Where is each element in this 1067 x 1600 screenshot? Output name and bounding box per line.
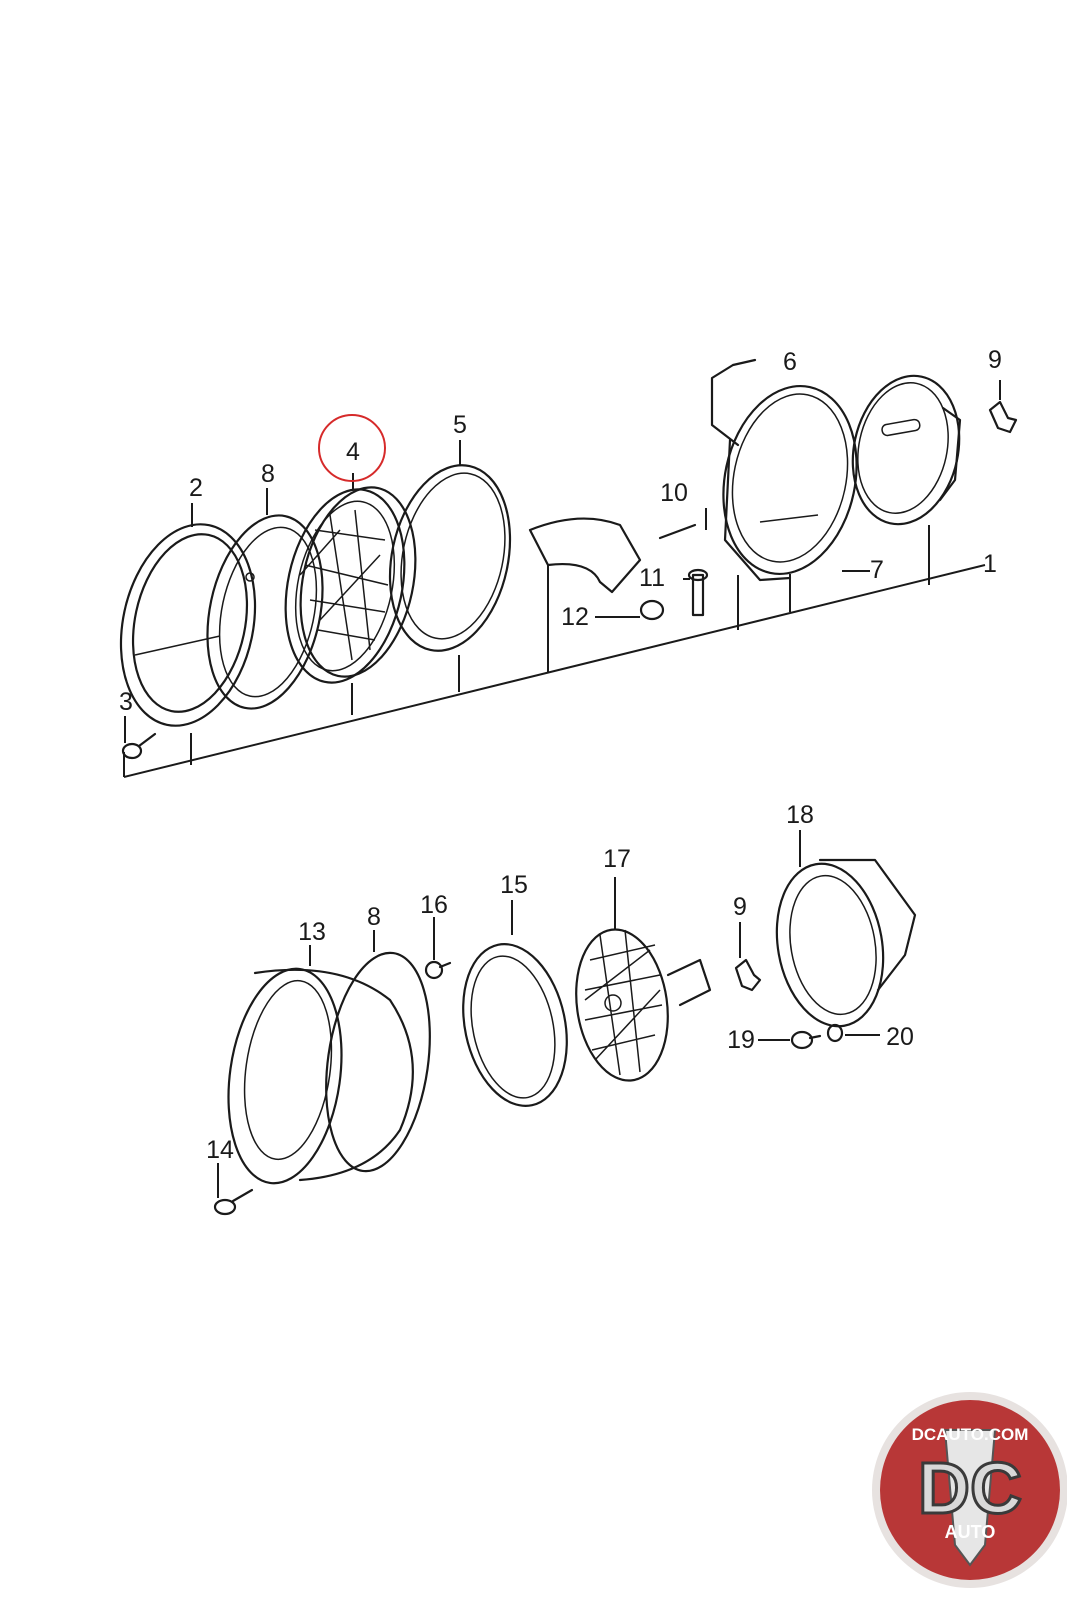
callout-19: 19 bbox=[727, 1026, 755, 1054]
part-13-cover bbox=[227, 945, 414, 1185]
dcauto-logo: DCAUTO.COM DC AUTO bbox=[872, 1392, 1067, 1588]
callout-3: 3 bbox=[119, 688, 133, 716]
part-8-seal-lower bbox=[325, 930, 431, 1173]
callout-17: 17 bbox=[603, 845, 631, 873]
callout-9-lower: 9 bbox=[733, 893, 747, 921]
callout-10: 10 bbox=[660, 479, 688, 507]
part-5-retaining-ring bbox=[388, 440, 512, 692]
callout-20: 20 bbox=[886, 1023, 914, 1051]
highlight-circle-callout-4 bbox=[318, 414, 386, 482]
callout-4: 4 bbox=[346, 438, 360, 466]
part-4-sealed-beam bbox=[284, 473, 417, 715]
callout-7: 7 bbox=[870, 556, 884, 584]
callout-13: 13 bbox=[298, 918, 326, 946]
part-6-housing bbox=[710, 358, 870, 630]
logo-site-text: DCAUTO.COM bbox=[912, 1425, 1029, 1444]
part-9-clip-lower bbox=[734, 922, 762, 992]
callout-15: 15 bbox=[500, 871, 528, 899]
callout-9-upper: 9 bbox=[988, 346, 1002, 374]
callout-16: 16 bbox=[420, 891, 448, 919]
part-15-ring bbox=[462, 900, 568, 1107]
callout-11: 11 bbox=[639, 564, 665, 592]
callout-2: 2 bbox=[189, 474, 203, 502]
callout-6: 6 bbox=[783, 348, 797, 376]
callout-8-upper: 8 bbox=[261, 460, 275, 488]
part-17-sealed-beam bbox=[575, 877, 712, 1082]
callout-18: 18 bbox=[786, 801, 814, 829]
logo-word-text: AUTO bbox=[945, 1522, 996, 1542]
part-9-clip bbox=[988, 380, 1018, 434]
part-8-seal bbox=[206, 488, 324, 710]
part-18-bucket bbox=[775, 830, 917, 1028]
logo-mark-text: DC bbox=[918, 1449, 1022, 1529]
bracket-and-adjusters bbox=[528, 508, 709, 672]
part-14-screw bbox=[213, 1163, 254, 1216]
part-1-bucket bbox=[851, 374, 962, 585]
part-19-20-bolt-washer bbox=[758, 1023, 880, 1050]
part-16-screw bbox=[424, 917, 452, 980]
callout-1: 1 bbox=[983, 550, 997, 578]
upper-assembly: 1 2 3 4 5 6 7 8 9 10 11 12 bbox=[119, 346, 1018, 778]
callout-8-lower: 8 bbox=[367, 903, 381, 931]
callout-12: 12 bbox=[561, 603, 589, 631]
part-3-screw bbox=[121, 716, 157, 760]
callout-14: 14 bbox=[206, 1136, 234, 1164]
lower-assembly: 13 14 15 16 17 18 19 20 8 9 bbox=[206, 801, 917, 1216]
part-2-trim-ring bbox=[119, 503, 257, 765]
callout-5: 5 bbox=[453, 411, 467, 439]
